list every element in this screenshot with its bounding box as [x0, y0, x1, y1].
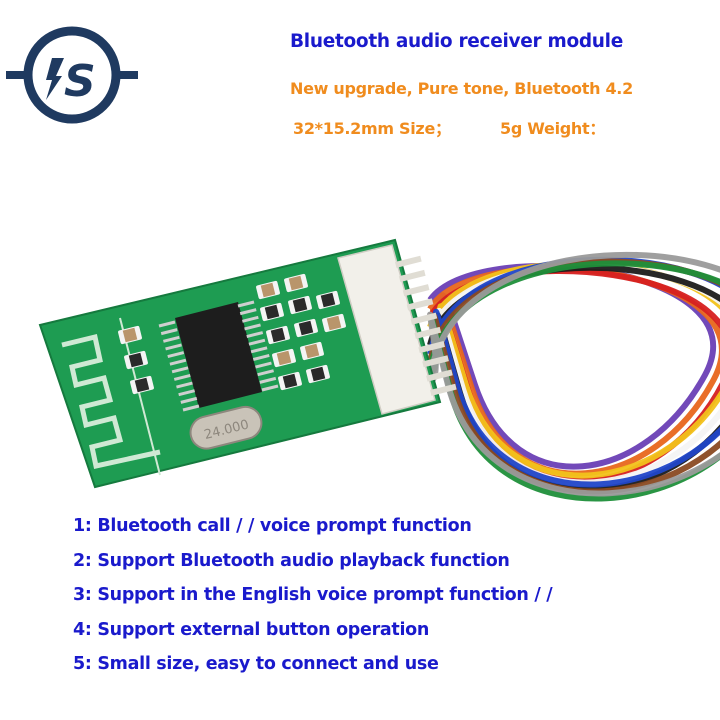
chip-pin: [178, 389, 196, 397]
smd-component: [306, 364, 330, 384]
chip-pin: [259, 376, 277, 384]
chip-pin: [158, 320, 176, 328]
smd-component: [256, 280, 280, 300]
connector-pin: [414, 326, 442, 339]
chip-pin: [248, 338, 266, 346]
smd-component: [118, 325, 142, 345]
feature-item: 2: Support Bluetooth audio playback func…: [73, 551, 510, 571]
chip-pin: [180, 396, 198, 404]
feature-item: 3: Support in the English voice prompt f…: [73, 585, 553, 605]
smd-component: [266, 325, 290, 345]
smd-component: [300, 341, 324, 361]
chip-pin: [255, 361, 272, 369]
chip-pin: [241, 315, 259, 323]
component-body: [288, 275, 304, 291]
smd-component: [130, 375, 154, 395]
component-body: [122, 327, 138, 343]
chip-pin: [237, 300, 255, 308]
connector-pin: [426, 369, 453, 382]
component-body: [260, 282, 276, 298]
chip-pin: [250, 346, 268, 354]
component-body: [264, 304, 280, 320]
component-body: [270, 327, 286, 343]
feature-item: 1: Bluetooth call / / voice prompt funct…: [73, 516, 472, 536]
component-body: [310, 366, 326, 382]
smd-component: [294, 318, 318, 338]
chip-pin: [239, 308, 257, 316]
feature-item: 5: Small size, easy to connect and use: [73, 654, 439, 674]
chip-pin: [246, 331, 264, 339]
component-body: [276, 350, 292, 366]
connector-pin: [398, 269, 426, 283]
chip-pin: [167, 351, 185, 359]
connector-pin: [422, 355, 449, 368]
chip-pin: [171, 366, 189, 374]
connector-pin: [402, 284, 430, 297]
component-body: [298, 320, 314, 336]
chip-pin: [173, 373, 191, 381]
feature-item: 4: Support external button operation: [73, 620, 430, 640]
brand-logo: S: [6, 26, 138, 124]
weight-spec: 5g Weight：: [500, 119, 606, 138]
chip-pin: [244, 323, 261, 331]
subtitle: New upgrade, Pure tone, Bluetooth 4.2: [290, 79, 633, 98]
connector-pin: [406, 298, 434, 311]
chip-pin: [162, 335, 180, 343]
smd-component: [322, 313, 346, 333]
svg-text:S: S: [64, 56, 96, 107]
connector-pin: [410, 312, 438, 325]
chip-pin: [182, 404, 200, 412]
chip-pin: [169, 358, 187, 366]
connector-pin: [430, 383, 457, 396]
smd-component: [284, 273, 308, 293]
smd-component: [272, 348, 296, 368]
component-body: [128, 352, 144, 368]
smd-component: [288, 295, 312, 315]
component-body: [320, 292, 336, 308]
chip-pin: [257, 369, 275, 377]
component-body: [134, 377, 150, 393]
smd-component: [124, 350, 148, 370]
connector-pin: [418, 341, 446, 354]
component-body: [326, 315, 342, 331]
component-body: [304, 343, 320, 359]
page-title: Bluetooth audio receiver module: [290, 31, 623, 52]
chip-pin: [261, 384, 279, 392]
chip-pin: [165, 343, 182, 351]
component-body: [292, 297, 308, 313]
smd-component: [260, 302, 284, 322]
size-spec: 32*15.2mm Size；: [293, 119, 451, 138]
pcb-board: 24.000: [38, 238, 457, 489]
chip-pin: [160, 328, 178, 336]
chip-pin: [252, 353, 270, 361]
smd-component: [278, 371, 302, 391]
smd-component: [316, 290, 340, 310]
wire-harness: [426, 251, 720, 502]
connector-pin: [395, 255, 422, 268]
component-body: [282, 373, 298, 389]
chip-pin: [176, 381, 193, 389]
